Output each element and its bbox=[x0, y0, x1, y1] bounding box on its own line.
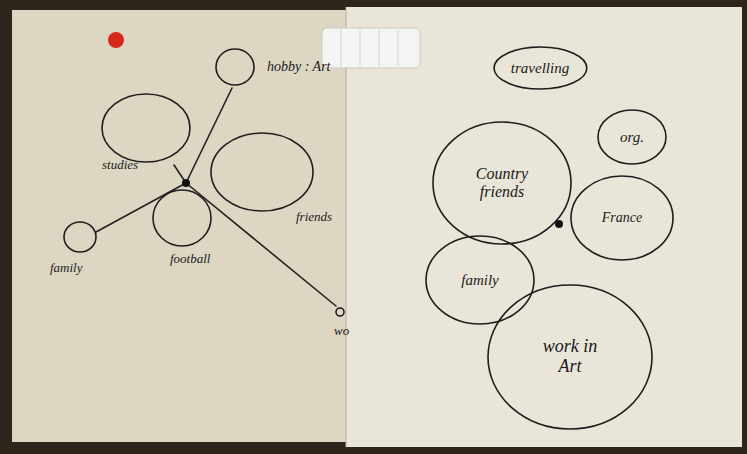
eraser-groove bbox=[379, 30, 380, 66]
hand-drawn-circle bbox=[426, 236, 534, 324]
circle-node: family bbox=[425, 235, 535, 325]
right-sheet bbox=[346, 7, 742, 447]
spoke-line bbox=[186, 183, 336, 306]
hand-drawn-circle bbox=[598, 110, 666, 164]
eraser-groove bbox=[398, 30, 399, 66]
hand-drawn-circle bbox=[102, 94, 190, 162]
sheet-edge bbox=[346, 7, 347, 447]
node-label: travelling bbox=[511, 60, 569, 77]
node-label: Country friends bbox=[462, 165, 542, 200]
hand-drawn-circle bbox=[571, 176, 673, 260]
circle-outline bbox=[215, 48, 255, 86]
hand-drawn-circle bbox=[211, 133, 313, 211]
red-magnet bbox=[108, 32, 124, 48]
node-label: org. bbox=[620, 129, 644, 146]
hand-drawn-circle bbox=[494, 47, 587, 89]
circle-outline bbox=[152, 189, 212, 247]
node-label: France bbox=[602, 210, 642, 225]
circle-node: wo bbox=[335, 307, 345, 317]
circle-node: Country friends bbox=[432, 121, 572, 245]
eraser-magnet bbox=[322, 28, 420, 68]
node-label: work in Art bbox=[530, 337, 610, 377]
circle-node: friends bbox=[210, 132, 314, 212]
eraser-groove bbox=[341, 30, 342, 66]
spoke-line bbox=[96, 183, 186, 232]
circle-outline bbox=[335, 307, 345, 317]
center-dot bbox=[182, 179, 190, 187]
circle-node: org. bbox=[597, 109, 667, 165]
circle-outline bbox=[63, 221, 97, 253]
node-label: studies bbox=[102, 158, 138, 172]
node-label: family bbox=[50, 261, 83, 275]
circle-node: France bbox=[570, 175, 674, 261]
circle-node: studies bbox=[101, 93, 191, 163]
hand-drawn-circle bbox=[64, 222, 96, 252]
circle-outline bbox=[101, 93, 191, 163]
hand-drawn-circle bbox=[153, 190, 211, 246]
hand-drawn-circle bbox=[336, 308, 344, 316]
left-sheet bbox=[12, 10, 352, 442]
hand-drawn-circle bbox=[433, 122, 571, 244]
circle-node: work in Art bbox=[487, 284, 653, 430]
circle-node: family bbox=[63, 221, 97, 253]
eraser-groove bbox=[360, 30, 361, 66]
node-label: wo bbox=[334, 324, 349, 338]
circle-outline bbox=[210, 132, 314, 212]
node-label: football bbox=[170, 252, 210, 266]
circle-node: hobby : Art bbox=[215, 48, 255, 86]
circle-node: football bbox=[152, 189, 212, 247]
hand-drawn-circle bbox=[488, 285, 652, 429]
spoke-line bbox=[186, 88, 232, 183]
node-label: family bbox=[461, 272, 499, 289]
circle-node: travelling bbox=[493, 46, 588, 90]
node-label: hobby : Art bbox=[267, 59, 331, 74]
hand-drawn-circle bbox=[216, 49, 254, 85]
node-label: friends bbox=[296, 210, 332, 224]
